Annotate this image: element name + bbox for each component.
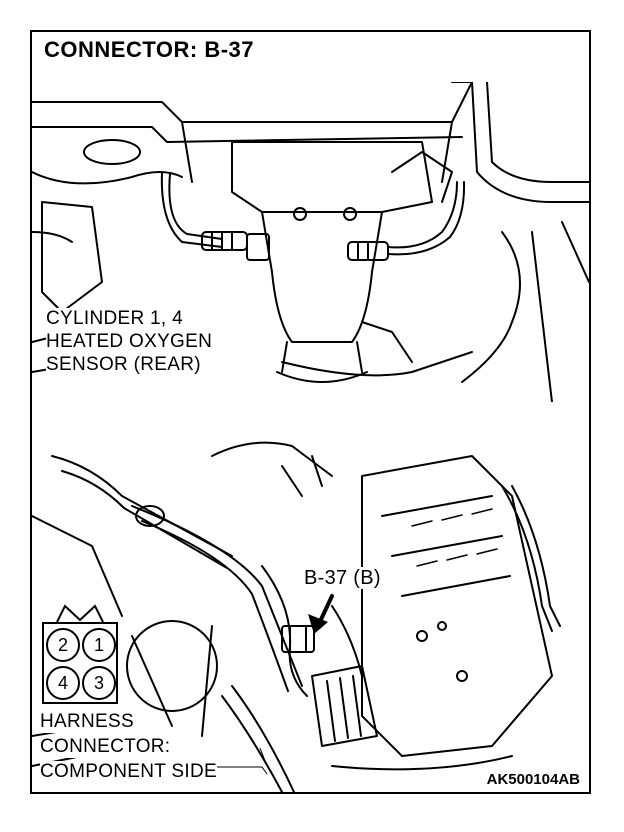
top-label-line3: SENSOR (REAR) [46, 354, 201, 376]
top-label-line1: CYLINDER 1, 4 [46, 308, 183, 330]
connector-pin-diagram: 2 1 4 3 [42, 622, 118, 704]
top-label-line2: HEATED OXYGEN [46, 331, 213, 353]
pin-2: 2 [46, 628, 80, 662]
harness-label-line1: HARNESS [40, 711, 134, 733]
figure-code: AK500104AB [486, 771, 580, 788]
connector-callout: B-37 (B) [304, 567, 381, 589]
engine-underside-drawing [32, 82, 589, 402]
pin-1: 1 [82, 628, 116, 662]
pin-4: 4 [46, 666, 80, 700]
pin-3: 3 [82, 666, 116, 700]
harness-label-line3: COMPONENT SIDE [40, 761, 217, 783]
engine-bay-drawing [32, 441, 561, 792]
arrow-head [308, 614, 328, 634]
harness-label-line2: CONNECTOR: [40, 736, 171, 758]
connector-lock-tab [56, 604, 104, 623]
diagram-title: CONNECTOR: B-37 [44, 37, 255, 62]
